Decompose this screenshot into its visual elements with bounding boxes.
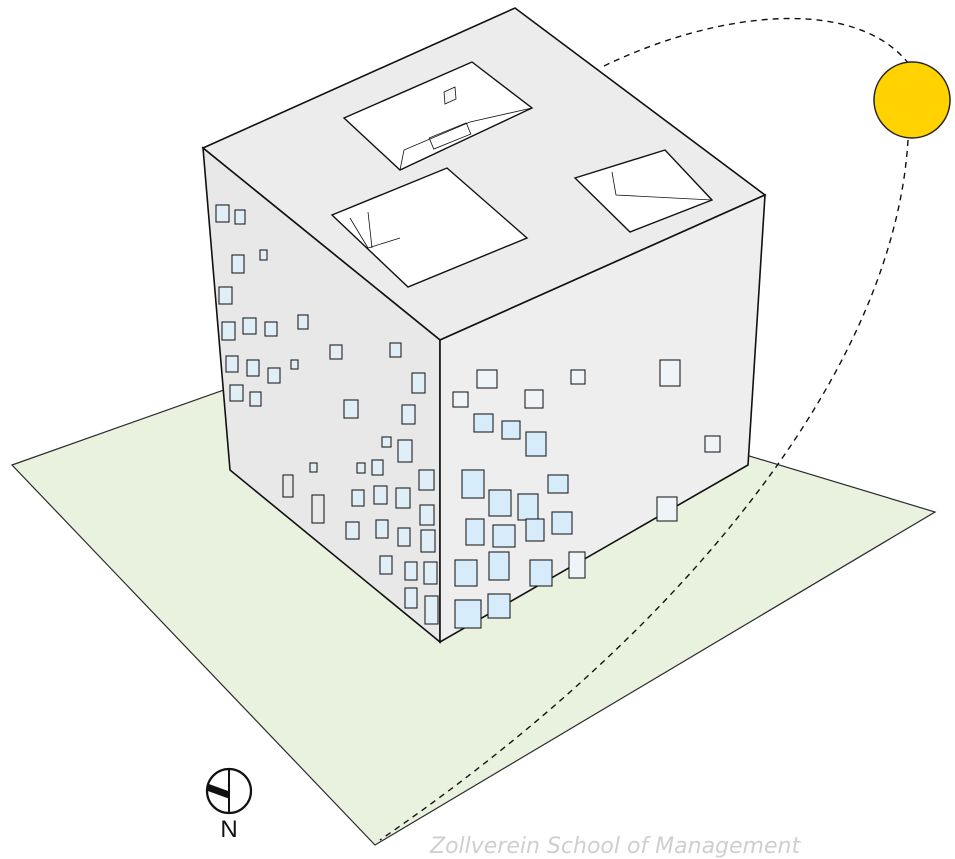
- north-label: N: [220, 816, 238, 843]
- sun-path-arc: [379, 139, 909, 841]
- watermark-text: Zollverein School of Management: [430, 834, 801, 859]
- cube-right-facade: [439, 193, 766, 644]
- left-facade-windows: [215, 204, 439, 625]
- right-facade-windows: [452, 359, 721, 629]
- sun-path-arc: [603, 17, 913, 69]
- north-arrow-icon: [205, 767, 253, 815]
- roof-openings: [330, 61, 714, 288]
- roof-opening: [330, 167, 529, 288]
- sun-icon: [873, 61, 951, 139]
